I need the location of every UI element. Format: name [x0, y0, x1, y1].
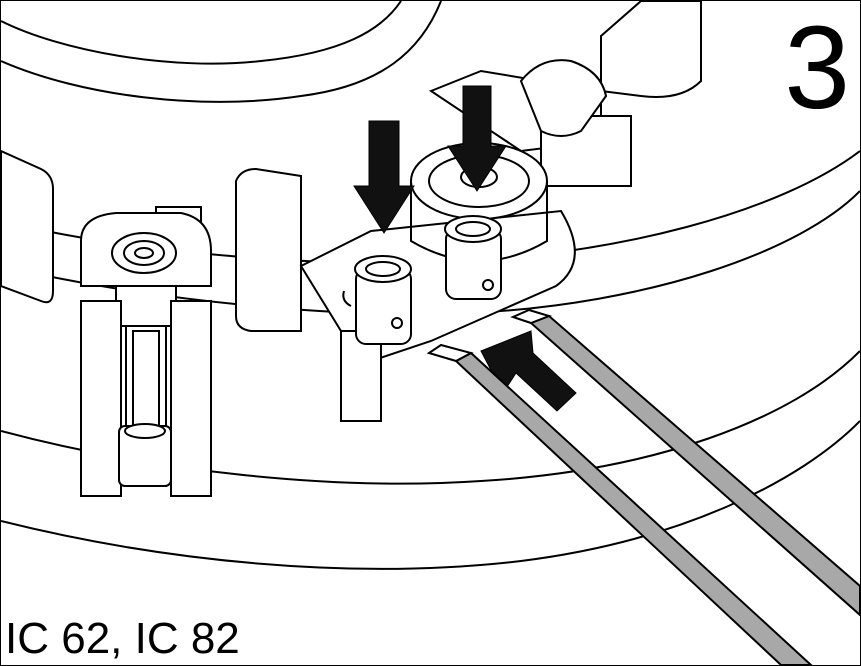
terminal-post-positive: [444, 215, 502, 300]
speaker-wires: [426, 308, 860, 665]
step-number: 3: [784, 2, 850, 134]
terminal-assembly: [299, 1, 702, 422]
model-label: IC 62, IC 82: [5, 614, 240, 663]
terminal-post-negative: [342, 255, 412, 345]
down-arrow-right-icon: [447, 85, 507, 192]
vent-slots: [1, 149, 302, 332]
speaker-cone: [1, 1, 442, 103]
mounting-clamp: [80, 206, 212, 497]
down-arrow-left-icon: [353, 120, 415, 234]
press-arrows: [353, 85, 577, 412]
